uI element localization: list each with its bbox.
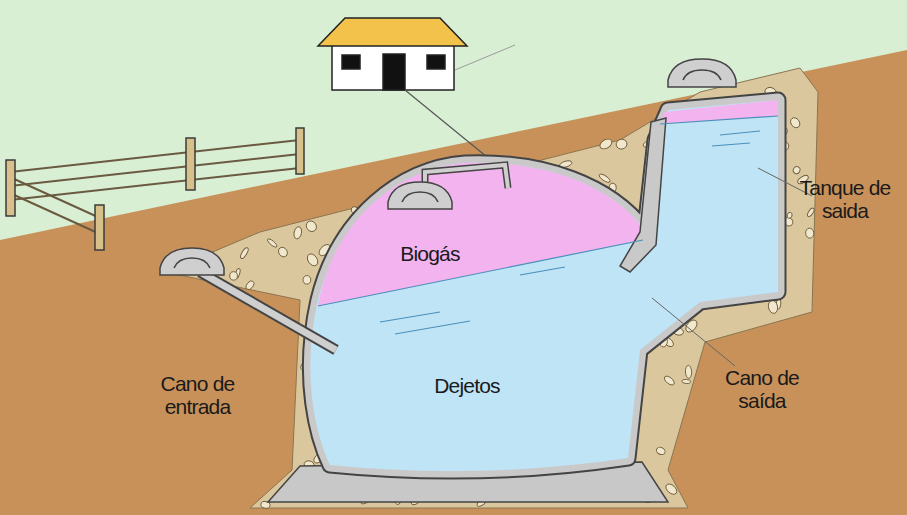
pebble — [786, 212, 793, 219]
pebble — [682, 379, 691, 383]
lids — [160, 59, 736, 275]
gravel-pebbles — [230, 86, 816, 509]
inlet-pipe-body — [200, 272, 336, 350]
gravel-fill — [165, 68, 818, 508]
pebble — [305, 252, 320, 268]
fence-post — [186, 138, 195, 190]
leader-line — [652, 298, 735, 366]
water-stroke — [712, 143, 750, 146]
house — [318, 18, 467, 90]
pebble — [615, 138, 628, 150]
part-label: Biogás — [380, 242, 480, 265]
pebble — [239, 247, 249, 260]
pebble — [230, 272, 238, 280]
pebble — [663, 375, 676, 387]
pebble — [245, 279, 256, 290]
central-lid — [402, 192, 438, 202]
divider-wall — [620, 118, 666, 272]
part-label: Dejetos — [412, 374, 522, 397]
inlet-lid — [160, 248, 224, 275]
water-stroke — [380, 312, 440, 322]
water-stroke — [520, 267, 565, 275]
water-stroke — [395, 321, 470, 334]
outlet-lid — [683, 70, 721, 80]
outlet-gas-space — [660, 100, 778, 124]
pebble — [664, 482, 679, 496]
part-label: Tanque de saida — [795, 176, 895, 222]
inlet-lid — [174, 258, 210, 268]
biogas-dome — [318, 163, 643, 306]
inlet-pipe — [200, 272, 336, 350]
manure-liquid — [310, 100, 778, 471]
fence-rail — [12, 178, 100, 218]
pebble — [792, 165, 801, 174]
pebble — [277, 246, 290, 259]
fence-rail — [10, 168, 300, 200]
pebble — [304, 219, 318, 234]
water-stroke — [720, 131, 760, 135]
fence-rail — [10, 154, 300, 186]
ground — [0, 50, 907, 515]
pebble — [685, 365, 692, 378]
fence — [6, 128, 304, 250]
inlet-pipe-outline — [200, 272, 336, 350]
pebble — [293, 226, 303, 240]
liquid-surface — [660, 116, 778, 124]
part-label: Cano de entrada — [145, 372, 250, 418]
pebble — [598, 137, 613, 151]
fence-post — [95, 205, 104, 250]
part-label: Cano de saída — [712, 366, 812, 412]
house-wall — [332, 44, 454, 90]
pebble — [805, 228, 814, 239]
water-strokes — [380, 131, 760, 334]
digester-tank — [310, 100, 778, 471]
outlet-lid — [668, 59, 736, 87]
house-window — [427, 55, 445, 69]
pebble — [806, 207, 815, 218]
pebble — [655, 446, 666, 456]
fence-rail — [10, 140, 300, 172]
pebble — [789, 116, 802, 130]
house-window — [342, 55, 360, 69]
pebble — [303, 275, 311, 284]
pebble — [266, 238, 278, 249]
fence-rail — [12, 194, 100, 234]
tank-wall-outline — [310, 100, 778, 471]
gas-line — [455, 45, 515, 70]
house-roof — [318, 18, 467, 46]
fence-post — [296, 128, 304, 174]
fence-post — [6, 160, 15, 216]
tank-wall — [310, 100, 778, 471]
central-lid — [388, 182, 452, 209]
liquid-surface — [318, 240, 643, 306]
house-door — [383, 54, 405, 90]
